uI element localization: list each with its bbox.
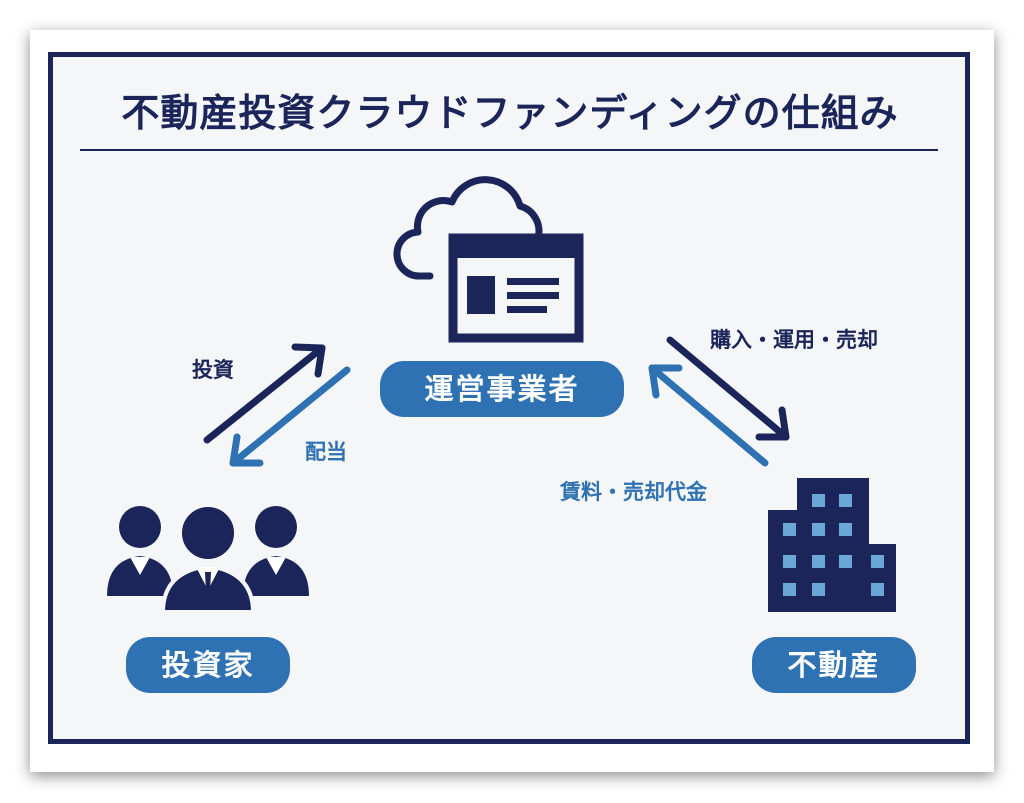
title-divider: [80, 149, 938, 151]
proceeds-arrow: [648, 364, 769, 467]
investors-label: 投資家: [126, 637, 290, 693]
dividend-flow-label: 配当: [305, 440, 347, 464]
cloud-web-platform-icon: [393, 176, 584, 343]
realestate-label: 不動産: [752, 637, 916, 693]
people-group-icon: [107, 503, 309, 614]
purchase-arrow: [666, 336, 790, 441]
building-icon: [768, 478, 896, 612]
operator-label: 運営事業者: [380, 361, 624, 417]
proceeds-flow-label: 賃料・売却代金: [560, 480, 707, 504]
investment-arrow: [203, 343, 326, 444]
page-title: 不動産投資クラウドファンディングの仕組み: [121, 91, 899, 135]
dividend-arrow: [229, 366, 351, 467]
investment-flow-label: 投資: [192, 358, 234, 382]
purchase-flow-label: 購入・運用・売却: [710, 328, 878, 352]
